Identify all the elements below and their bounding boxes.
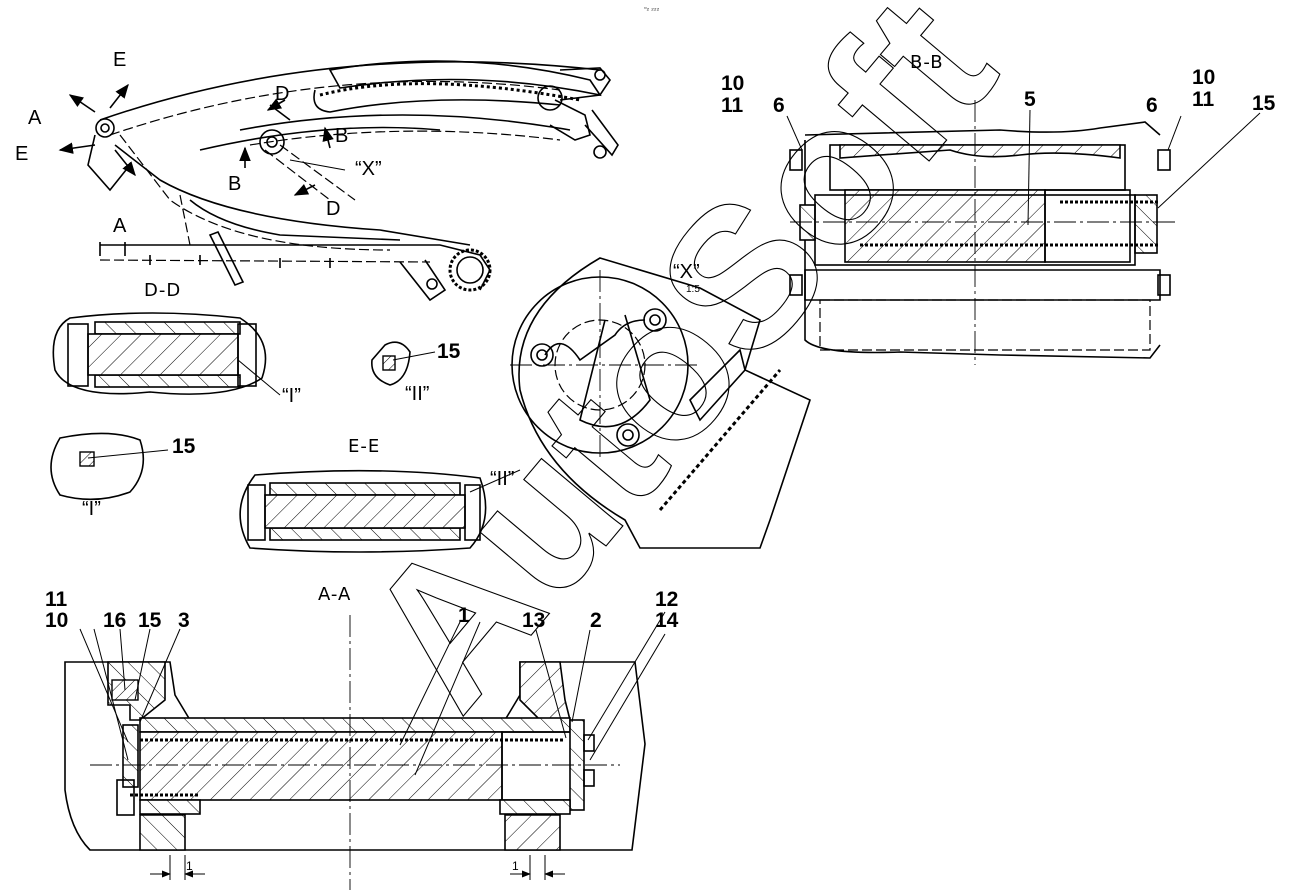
bb-label-5: 5 — [1024, 88, 1036, 111]
bb-label-6-right: 6 — [1146, 94, 1158, 117]
section-ee-title: E-E — [348, 436, 380, 457]
section-bb-title: B-B — [910, 52, 944, 73]
section-mark-d-top: D — [275, 83, 289, 105]
header-mark: ▫₂ ₂₂₂ — [644, 5, 660, 12]
detail-ii-part-label: 15 — [437, 340, 461, 363]
section-mark-b-right: B — [335, 125, 348, 147]
section-mark-a-bottom: A — [113, 215, 127, 237]
bb-label-6-left: 6 — [773, 94, 785, 117]
bb-label-15: 15 — [1252, 92, 1276, 115]
section-mark-e-top: E — [113, 49, 126, 71]
dd-callout-i: “I” — [282, 385, 301, 407]
detail-i-view: 15 “I” — [50, 432, 196, 520]
section-aa-title: A-A — [318, 584, 351, 605]
detail-mark-x: “X” — [355, 158, 382, 180]
section-dd-view: D-D “I” — [52, 280, 301, 407]
bb-label-10-right: 10 — [1192, 66, 1215, 89]
aa-label-11: 11 — [45, 588, 68, 611]
section-mark-b-left: B — [228, 173, 241, 195]
bb-label-11-left: 11 — [721, 94, 744, 117]
detail-ii-caption: “II” — [405, 383, 429, 405]
aa-label-2: 2 — [590, 609, 602, 632]
aa-label-13: 13 — [522, 609, 545, 632]
detail-i-part-label: 15 — [172, 435, 196, 458]
ee-callout-ii: “II” — [490, 468, 514, 490]
section-bb-view: B-B 10 11 6 6 10 11 15 5 — [721, 52, 1276, 365]
aa-dim-left: 1 — [186, 859, 193, 873]
bb-label-10-left: 10 — [721, 72, 744, 95]
detail-ii-view: 15 “II” — [371, 340, 461, 405]
aa-label-3: 3 — [178, 609, 190, 632]
bb-label-11-right: 11 — [1192, 88, 1215, 111]
overview-view: A A E E D D B B “X” — [15, 49, 619, 302]
detail-x-scale: 1:5 — [686, 284, 700, 295]
section-mark-e-left: E — [15, 143, 28, 165]
detail-x-view: “X” 1:5 — [510, 257, 811, 549]
aa-label-15: 15 — [138, 609, 162, 632]
section-aa-view: A-A 1 — [45, 584, 679, 890]
detail-i-caption: “I” — [82, 498, 101, 520]
section-mark-d-bottom: D — [326, 198, 340, 220]
aa-label-12: 12 — [655, 588, 678, 611]
detail-x-title: “X” — [673, 261, 700, 283]
aa-label-10: 10 — [45, 609, 68, 632]
aa-label-1: 1 — [458, 604, 470, 627]
section-dd-title: D-D — [144, 280, 181, 301]
aa-label-16: 16 — [103, 609, 126, 632]
aa-dim-right: 1 — [512, 859, 519, 873]
watermark: AutoSoft — [322, 0, 1035, 748]
section-mark-a-top: A — [28, 107, 42, 129]
section-ee-view: E-E “II” — [239, 436, 521, 553]
aa-label-14: 14 — [655, 609, 679, 632]
